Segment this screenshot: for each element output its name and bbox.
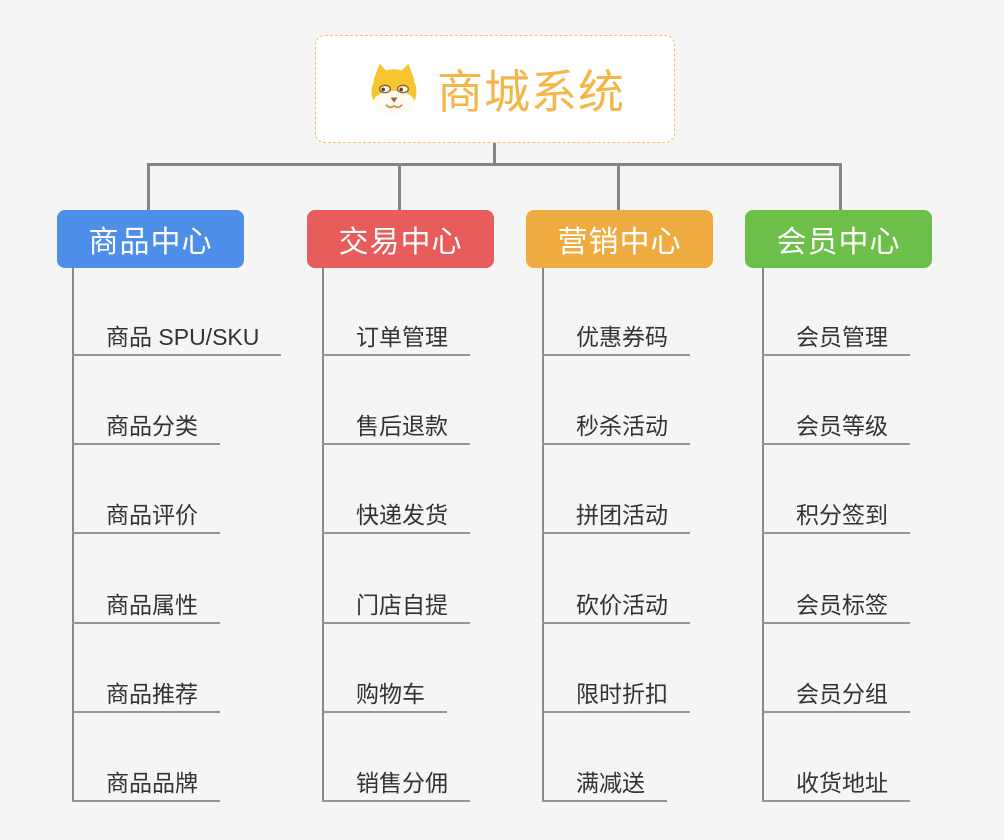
- branch-marketing-center[interactable]: 营销中心: [526, 210, 713, 268]
- connector-drop-marketing: [617, 163, 620, 210]
- connector-root-drop: [493, 143, 496, 164]
- leaf-node[interactable]: 商品 SPU/SKU: [72, 322, 282, 356]
- leaf-node[interactable]: 商品评价: [72, 500, 220, 534]
- leaf-node[interactable]: 商品属性: [72, 590, 220, 624]
- leaf-node[interactable]: 拼团活动: [542, 500, 690, 534]
- leaf-node[interactable]: 砍价活动: [542, 590, 690, 624]
- leaf-node[interactable]: 会员管理: [762, 322, 910, 356]
- leaf-node[interactable]: 门店自提: [322, 590, 470, 624]
- leaf-node[interactable]: 会员等级: [762, 411, 910, 445]
- dog-face-icon: [365, 62, 423, 116]
- branch-trade-center[interactable]: 交易中心: [307, 210, 494, 268]
- leaf-node[interactable]: 满减送: [542, 768, 667, 802]
- connector-trunk: [542, 268, 544, 802]
- connector-drop-member: [839, 163, 842, 210]
- leaf-node[interactable]: 快递发货: [322, 500, 470, 534]
- leaf-node[interactable]: 售后退款: [322, 411, 470, 445]
- leaf-node[interactable]: 商品分类: [72, 411, 220, 445]
- connector-drop-product: [147, 163, 150, 210]
- leaf-node[interactable]: 销售分佣: [322, 768, 470, 802]
- connector-trunk: [72, 268, 74, 802]
- connector-trunk: [322, 268, 324, 802]
- root-title: 商城系统: [437, 66, 625, 118]
- leaf-node[interactable]: 收货地址: [762, 768, 910, 802]
- leaf-node[interactable]: 购物车: [322, 679, 447, 713]
- leaf-node[interactable]: 会员分组: [762, 679, 910, 713]
- leaf-node[interactable]: 订单管理: [322, 322, 470, 356]
- root-node[interactable]: 商城系统: [315, 35, 675, 143]
- connector-drop-trade: [398, 163, 401, 210]
- leaf-node[interactable]: 秒杀活动: [542, 411, 690, 445]
- branch-member-center[interactable]: 会员中心: [745, 210, 932, 268]
- leaf-node[interactable]: 商品推荐: [72, 679, 220, 713]
- branch-product-center[interactable]: 商品中心: [57, 210, 244, 268]
- leaf-node[interactable]: 优惠券码: [542, 322, 690, 356]
- leaf-node[interactable]: 商品品牌: [72, 768, 220, 802]
- leaf-node[interactable]: 限时折扣: [542, 679, 690, 713]
- leaf-node[interactable]: 会员标签: [762, 590, 910, 624]
- leaf-node[interactable]: 积分签到: [762, 500, 910, 534]
- connector-bus: [147, 163, 842, 166]
- connector-trunk: [762, 268, 764, 802]
